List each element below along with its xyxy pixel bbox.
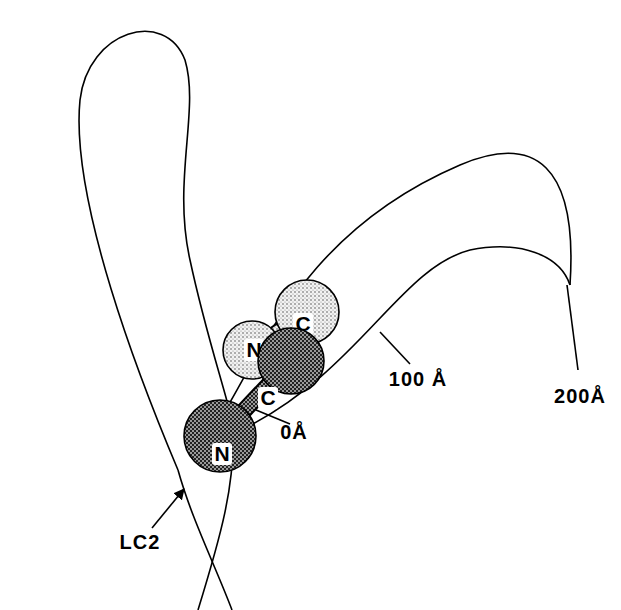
leader-line — [380, 332, 410, 364]
domain-letter: N — [212, 443, 231, 465]
leader-line — [567, 285, 578, 370]
part-label: LC2 — [120, 531, 161, 554]
dark-domain-circle: N — [183, 399, 257, 473]
domain-circle — [258, 328, 324, 394]
right-head-outline — [205, 153, 571, 440]
distance-label: 200Å — [554, 385, 606, 408]
domain-letter: C — [258, 387, 277, 409]
domain-circle — [184, 400, 256, 472]
distance-label: 100 Å — [389, 368, 447, 391]
right-head-outline — [245, 247, 570, 428]
leader-arrow — [152, 489, 184, 528]
domain-shape — [257, 327, 325, 395]
dark-domain-circle: C — [257, 327, 325, 395]
distance-label: 0Å — [280, 421, 308, 444]
